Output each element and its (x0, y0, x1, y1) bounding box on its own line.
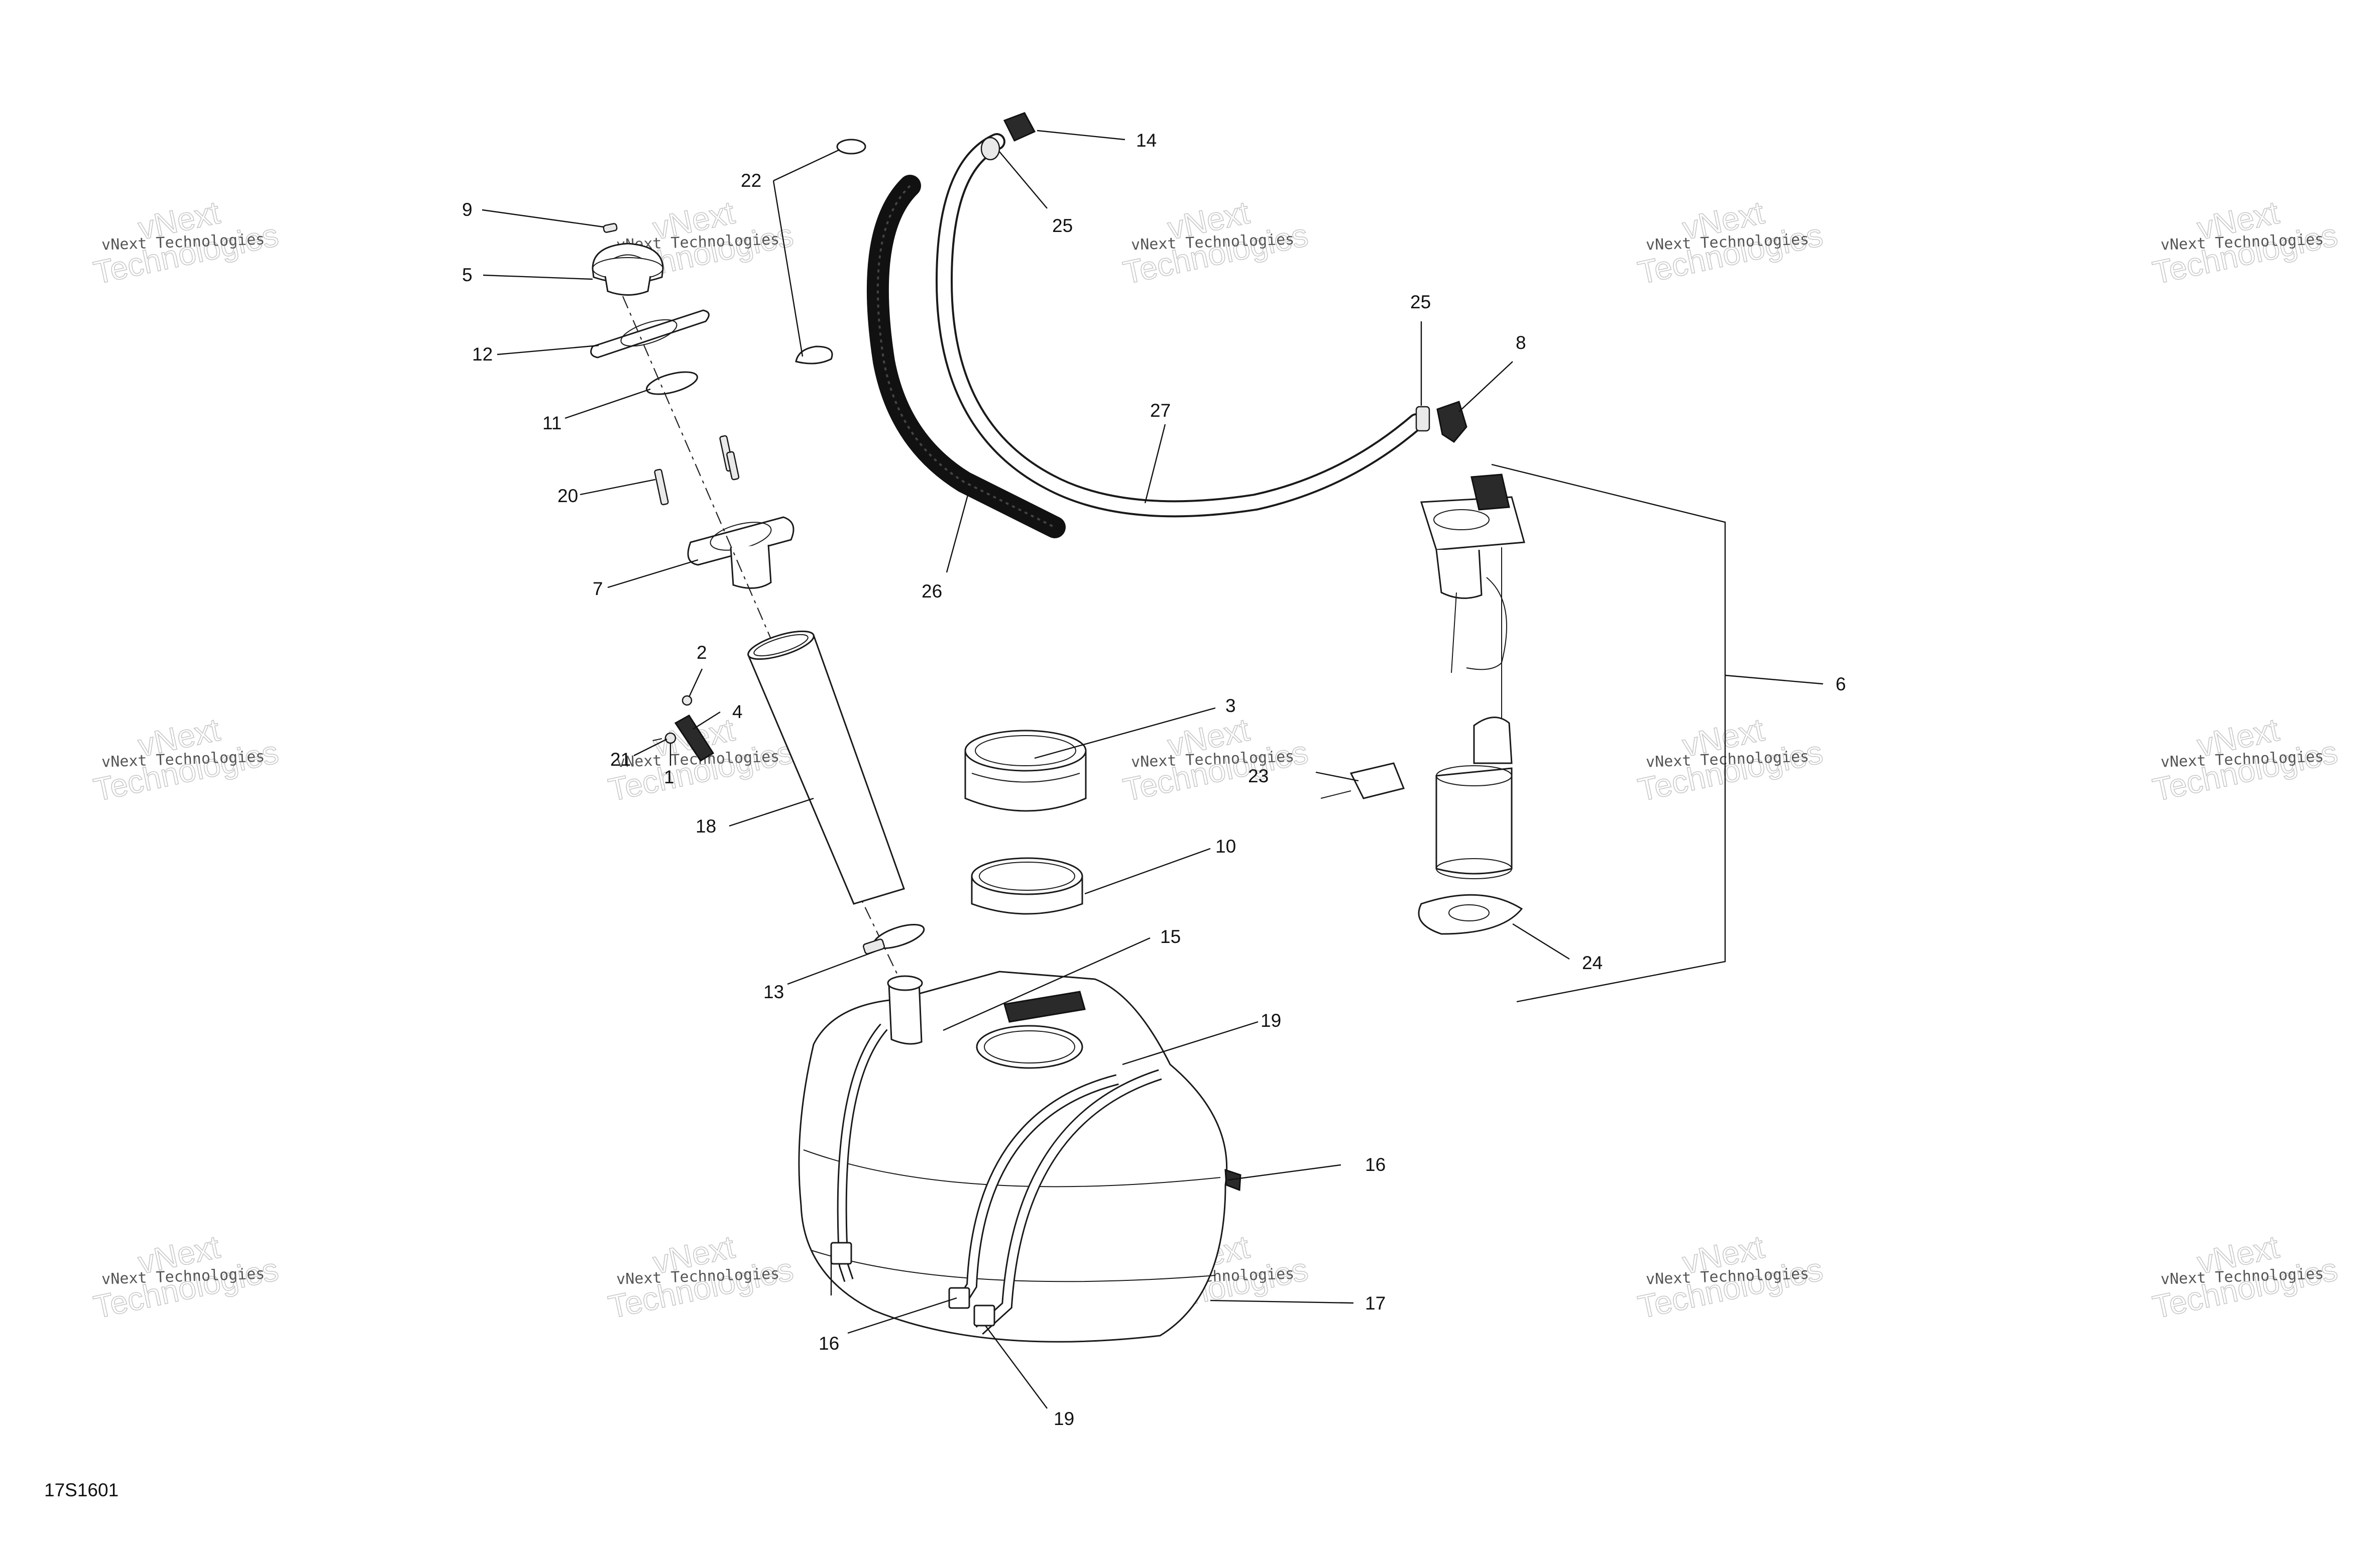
vent-hose-ribs (876, 185, 1055, 528)
fuel-line-fittings-part (980, 112, 1467, 443)
fuel-line-inner (937, 135, 1423, 516)
callout-19-top: 19 (1261, 1010, 1281, 1031)
callout-14: 14 (1136, 130, 1157, 151)
callout-5: 5 (462, 265, 473, 285)
callout-6: 6 (1836, 674, 1846, 694)
callout-11: 11 (542, 413, 561, 433)
hose-clamp-part (862, 924, 925, 955)
callout-18: 18 (696, 816, 716, 837)
callout-labels: 9 5 12 11 20 7 22 2 4 21 1 18 13 15 19 1… (462, 130, 1846, 1429)
fuel-pump-assembly-part (1320, 473, 1525, 935)
callout-22: 22 (741, 170, 761, 191)
callout-25-top: 25 (1052, 215, 1073, 236)
callout-27: 27 (1150, 400, 1171, 421)
wire-clip-part (795, 139, 866, 365)
callout-2: 2 (697, 642, 707, 663)
callout-17: 17 (1365, 1293, 1386, 1314)
retaining-ring-part (646, 371, 698, 395)
callout-4: 4 (732, 701, 743, 722)
filler-neck-flange-part (687, 516, 795, 589)
screws-part (654, 435, 740, 506)
callout-8: 8 (1516, 332, 1526, 353)
filler-tube-part (747, 630, 905, 905)
callout-3: 3 (1225, 695, 1236, 716)
lock-ring-part (964, 730, 1087, 812)
callout-16-right: 16 (1365, 1154, 1386, 1175)
bracket-hardware-part (652, 695, 715, 762)
callout-24: 24 (1582, 953, 1603, 973)
callout-1: 1 (664, 767, 674, 787)
callout-15: 15 (1160, 926, 1181, 947)
callout-9: 9 (462, 199, 473, 220)
callout-13: 13 (763, 982, 784, 1002)
callout-10: 10 (1215, 836, 1236, 857)
callout-26: 26 (922, 581, 942, 602)
seal-ring-part (971, 857, 1083, 915)
callout-12: 12 (472, 344, 493, 365)
fuel-tank-part (798, 971, 1241, 1343)
callout-23: 23 (1248, 766, 1269, 786)
callout-21: 21 (610, 749, 631, 770)
callout-19-bottom: 19 (1054, 1408, 1074, 1429)
assembly-axis-line-lower (853, 883, 917, 1015)
cap-gasket-part (590, 309, 710, 359)
callout-7: 7 (593, 578, 603, 599)
callout-20: 20 (557, 486, 578, 506)
fuel-cap-part (592, 223, 664, 296)
leader-lines (482, 130, 1824, 1409)
assembly-axis-line (622, 296, 784, 668)
callout-25-right: 25 (1410, 292, 1431, 312)
callout-16-left: 16 (819, 1333, 839, 1354)
figure-code: 17S1601 (44, 1480, 119, 1500)
